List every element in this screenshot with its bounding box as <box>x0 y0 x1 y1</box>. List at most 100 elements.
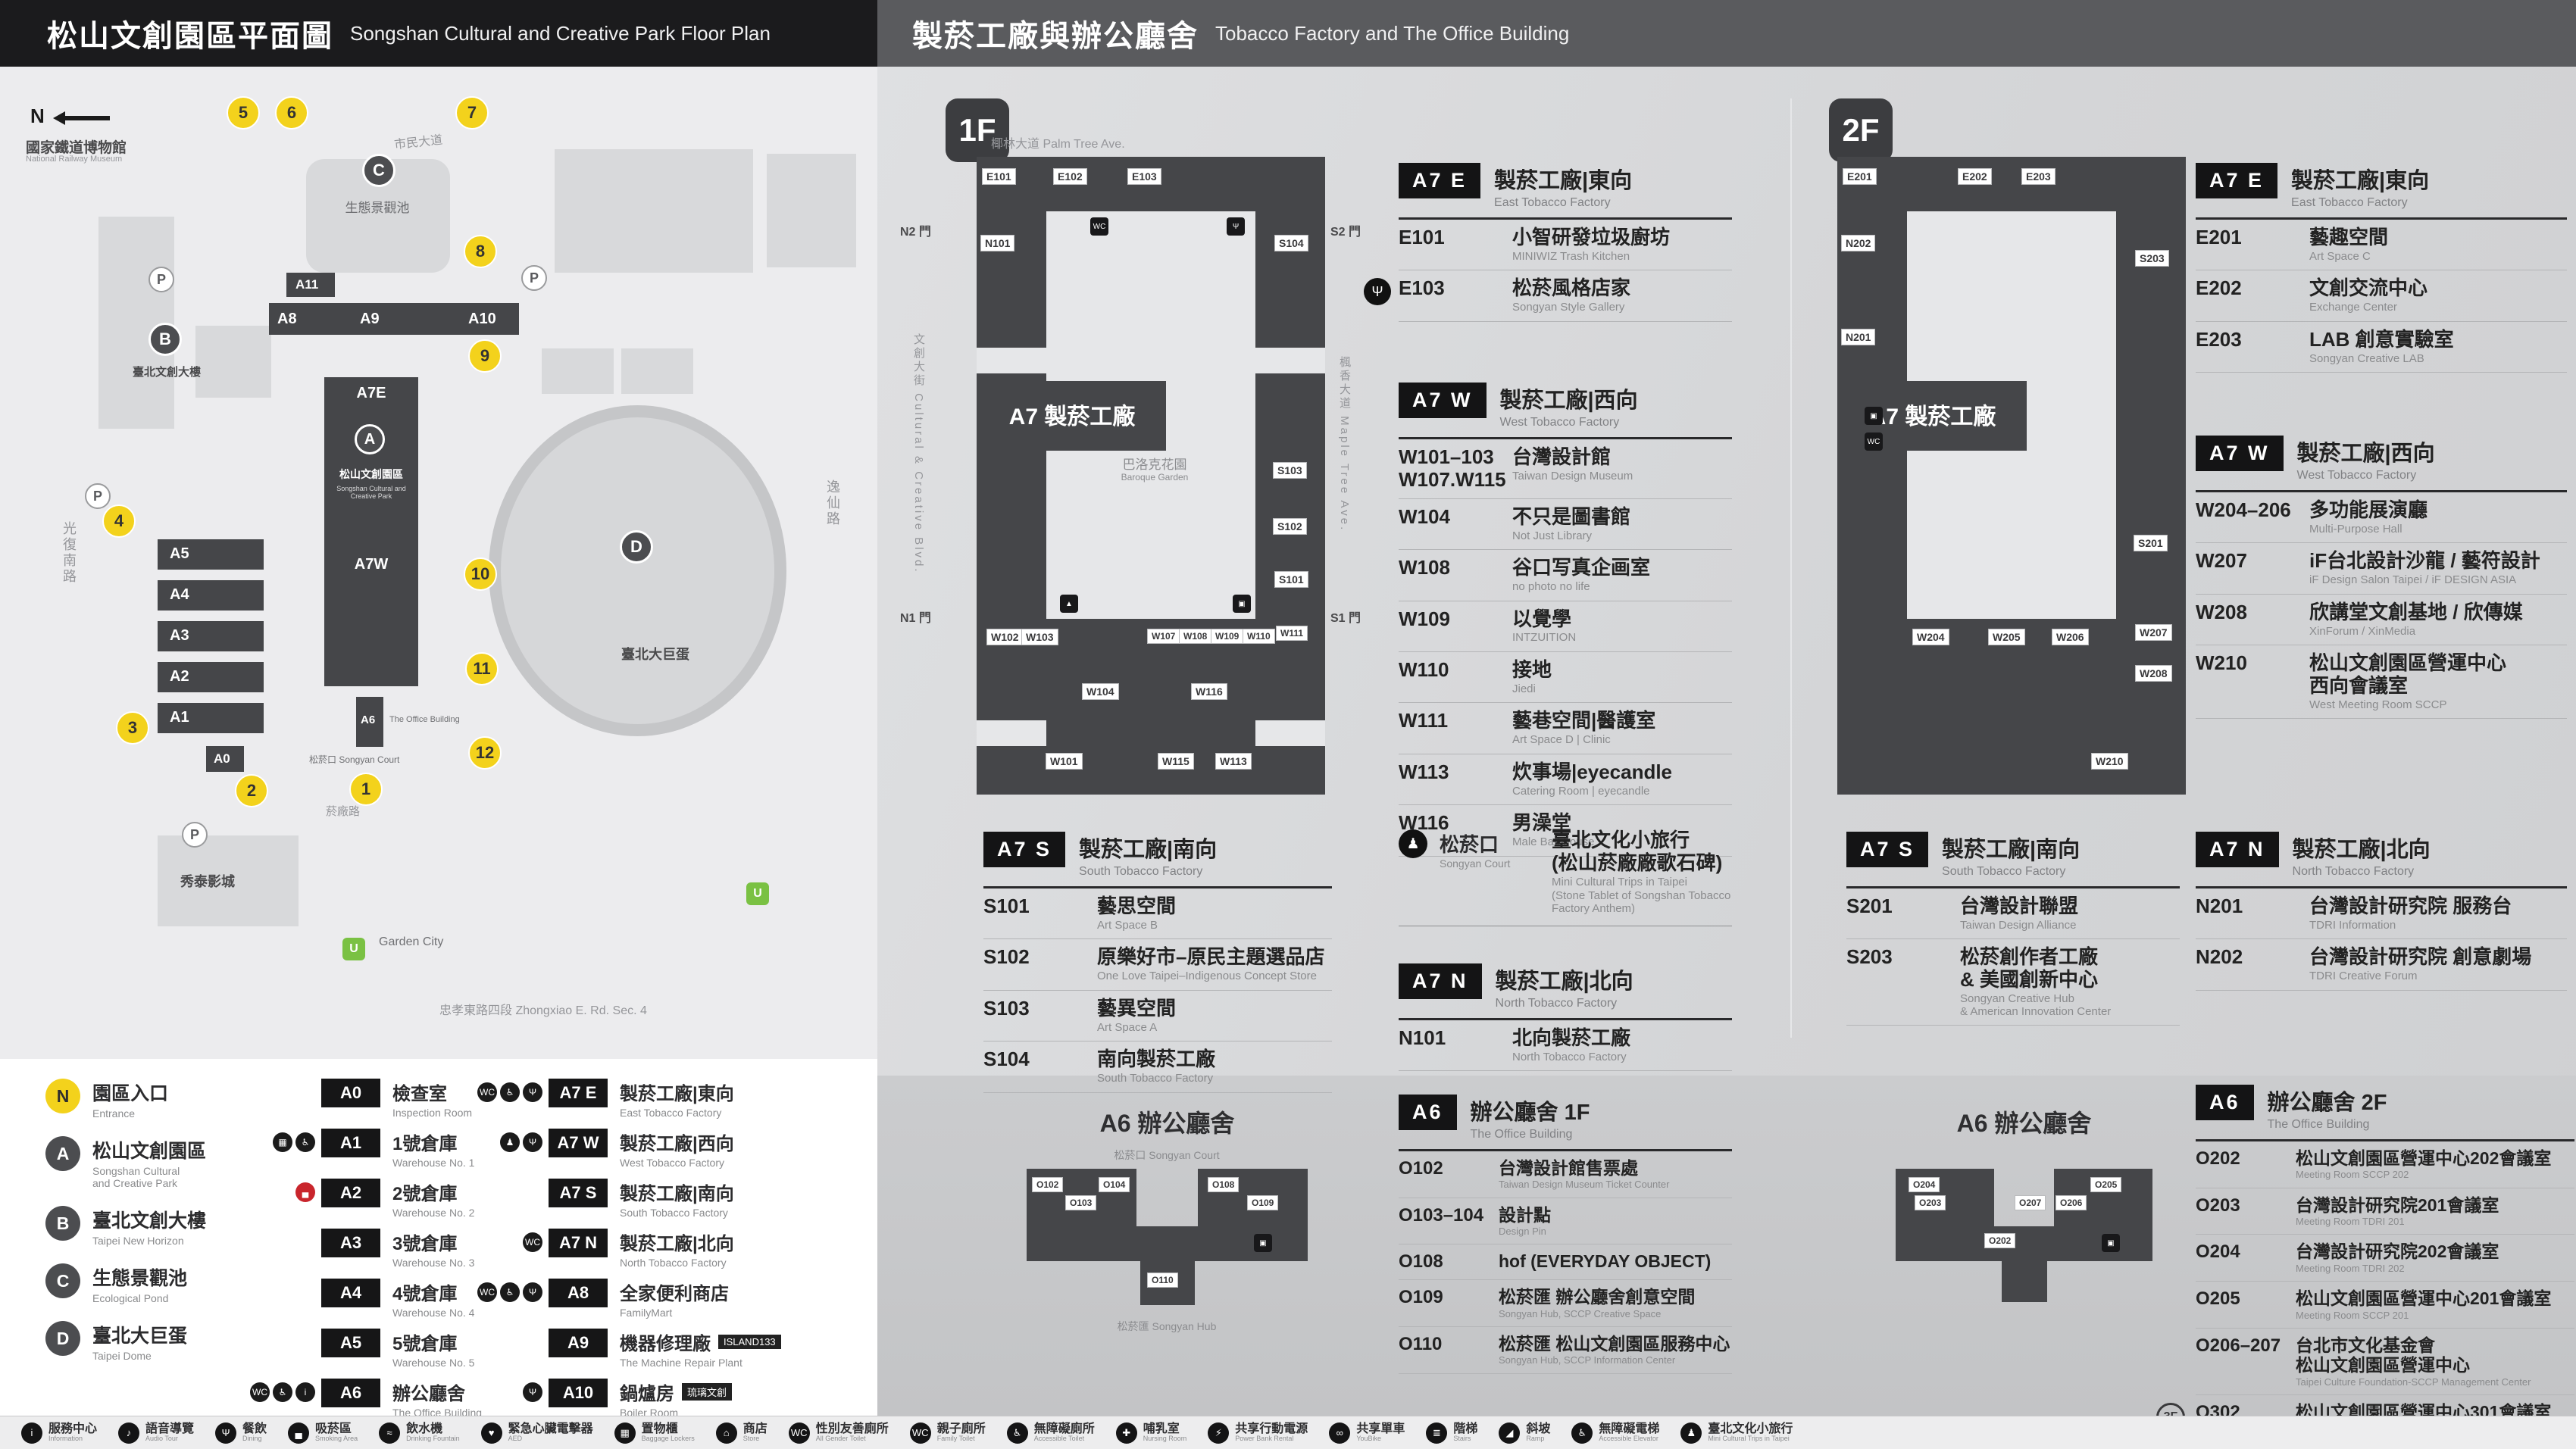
legend-zh: 4號倉庫 <box>392 1284 458 1304</box>
legend-item: A3 3號倉庫 Warehouse No. 3 <box>250 1229 482 1269</box>
amenity-zh: 服務中心 <box>48 1422 98 1435</box>
legend-en: Songshan Cultural and Creative Park <box>92 1165 180 1189</box>
amenity-item: ◢ 斜坡 Ramp <box>1499 1422 1550 1444</box>
parking-icon: P <box>182 822 208 848</box>
room-name-en: Taipei Culture Foundation-SCCP Managemen… <box>2296 1376 2531 1388</box>
amenity-item: ≈ 飲水機 Drinking Fountain <box>379 1422 460 1444</box>
room-name: 松山文創園區營運中心202會議室 <box>2296 1148 2552 1168</box>
room-row: S101 藝思空間 Art Space B <box>983 888 1332 940</box>
room-name-en: Not Just Library <box>1512 529 1593 542</box>
room-name: iF台北設計沙龍 / 藝符設計 <box>2309 549 2540 573</box>
amenity-icon: Ψ <box>523 1382 542 1402</box>
section-title: 辦公廳舍 2F <box>2267 1091 2387 1115</box>
street-cultural-creative-blvd: 文創大街 Cultural & Creative Blvd. <box>912 333 925 574</box>
room-name: 松山文創園區營運中心201會議室 <box>2296 1288 2552 1309</box>
amenity-item: ≣ 階梯 Stairs <box>1426 1422 1477 1444</box>
street-yanchang: 菸廠路 <box>326 805 361 818</box>
room-label: O203 <box>1915 1196 1946 1210</box>
new-horizon-label: 臺北文創大樓 <box>132 366 201 379</box>
room-label: S203 <box>2136 251 2168 266</box>
legend-badge: A5 <box>321 1329 380 1357</box>
room-label: E201 <box>1843 169 1876 184</box>
legend-zh: 製菸工廠|南向 <box>620 1184 734 1204</box>
section-badge: A7 E <box>1399 163 1481 198</box>
amenity-icon: ⚡ <box>1208 1422 1230 1444</box>
tobacco-factory-panel: 1F 椰林大道 Palm Tree Ave. N2 門 N1 門 S2 門 S1… <box>877 0 2576 1442</box>
room-code: O205 <box>2196 1288 2240 1310</box>
section-1f-a7w: A7 W 製菸工廠|西向 West Tobacco Factory W101–1… <box>1399 383 1732 857</box>
legend-en: Warehouse No. 3 <box>392 1257 475 1269</box>
room-row: Ψ E103 松菸風格店家 Songyan Style Gallery <box>1364 270 1732 322</box>
legend-en: West Tobacco Factory <box>620 1157 724 1169</box>
room-code: W210 <box>2196 651 2247 675</box>
room-list: E101 小智研發垃圾廚坊 MINIWIZ Trash Kitchen Ψ E1… <box>1364 220 1732 322</box>
room-name: 台灣設計聯盟 <box>1960 895 2079 917</box>
block-a7e-label: A7E <box>356 385 386 401</box>
amenity-icon: ♿ <box>500 1082 520 1102</box>
block-a4-label: A4 <box>170 586 189 603</box>
legend-badge: A7 S <box>549 1179 608 1207</box>
legend-en: Taipei New Horizon <box>92 1235 184 1247</box>
amenity-icon: ♿ <box>295 1132 315 1152</box>
room-label: W113 <box>1216 754 1251 769</box>
legend-badge: A2 <box>321 1179 380 1207</box>
right-header-subtitle: Tobacco Factory and The Office Building <box>1215 21 1570 45</box>
amenity-en: Stairs <box>1453 1435 1471 1443</box>
column-divider <box>1790 98 1792 1038</box>
room-row: O109 松菸匯 辦公廳舍創意空間 Songyan Hub, SCCP Crea… <box>1399 1280 1732 1327</box>
block-a0 <box>206 746 244 772</box>
room-name-en: TDRI Creative Forum <box>2309 970 2418 983</box>
baroque-garden-label: 巴洛克花園 <box>1122 457 1187 472</box>
section-subtitle: The Office Building <box>1470 1128 1573 1141</box>
room-label: O102 <box>1033 1178 1063 1191</box>
room-name-en: South Tobacco Factory <box>1097 1072 1214 1085</box>
room-name-en: INTZUITION <box>1512 631 1577 645</box>
legend-en: Warehouse No. 4 <box>392 1307 475 1319</box>
amenity-icon: ▄ <box>295 1182 315 1202</box>
floor-badge-2f: 2F <box>1829 98 1893 162</box>
elevator-icon: ▣ <box>1233 595 1251 613</box>
legend-en: Inspection Room <box>392 1107 473 1119</box>
block-a0-label: A0 <box>214 751 230 766</box>
amenity-zh: 階梯 <box>1453 1422 1478 1435</box>
legend-zh: 生態景觀池 <box>92 1268 188 1289</box>
block-a9-label: A9 <box>360 311 380 327</box>
legend-icons <box>250 1329 321 1332</box>
cinema-label: 秀泰影城 <box>180 874 235 889</box>
room-list: O202 松山文創園區營運中心202會議室 Meeting Room SCCP … <box>2156 1141 2574 1442</box>
legend-item: WC ♿ Ψ A8 全家便利商店 FamilyMart <box>477 1279 781 1319</box>
room-label: E101 <box>983 169 1015 184</box>
a6-map-1f: 松菸口 Songyan Court O102 O103 O104 O108 O1… <box>1027 1148 1308 1352</box>
room-name: 松菸匯 松山文創園區服務中心 <box>1499 1333 1730 1354</box>
room-row: O202 松山文創園區營運中心202會議室 Meeting Room SCCP … <box>2196 1141 2574 1188</box>
room-label: W206 <box>2052 629 2088 645</box>
room-row: O205 松山文創園區營運中心201會議室 Meeting Room SCCP … <box>2196 1282 2574 1329</box>
amenity-en: Smoking Area <box>315 1435 358 1443</box>
block-a3-label: A3 <box>170 627 189 644</box>
wing-south <box>1837 619 2186 795</box>
neighbor-block-4 <box>621 348 693 394</box>
amenity-item: ♿ 無障礙廁所 Accessible Toilet <box>1006 1422 1095 1444</box>
room-amenity-icon: Ψ <box>1364 278 1391 306</box>
amenity-en: Audio Tour <box>145 1435 178 1443</box>
room-name: 炊事場|eyecandle <box>1512 760 1673 783</box>
amenity-zh: 斜坡 <box>1526 1422 1551 1435</box>
legend-item: C 生態景觀池 Ecological Pond <box>45 1263 206 1304</box>
room-name: 藝趣空間 <box>2309 226 2389 248</box>
legend-item: ▦ ♿ A1 1號倉庫 Warehouse No. 1 <box>250 1129 482 1169</box>
room-code: E101 <box>1399 226 1445 248</box>
amenity-zh: 餐飲 <box>242 1422 267 1435</box>
amenity-item: ∞ 共享單車 YouBike <box>1329 1422 1405 1444</box>
room-name-en: West Meeting Room SCCP <box>2309 698 2447 711</box>
room-row: O204 台灣設計研究院202會議室 Meeting Room TDRI 202 <box>2196 1235 2574 1282</box>
room-row: E201 藝趣空間 Art Space C <box>2196 220 2567 271</box>
amenity-icon: ⌂ <box>715 1422 737 1444</box>
legend-zh: 全家便利商店 <box>620 1284 729 1304</box>
legend-en: East Tobacco Factory <box>620 1107 722 1119</box>
park-center-label: 松山文創園區 <box>339 468 403 480</box>
legend-en: Warehouse No. 2 <box>392 1207 475 1219</box>
legend-icons: ♟ Ψ <box>477 1129 549 1152</box>
block-a2-label: A2 <box>170 668 189 685</box>
amenity-item: ▦ 置物櫃 Baggage Lockers <box>614 1422 695 1444</box>
room-label: W103 <box>1022 629 1058 645</box>
